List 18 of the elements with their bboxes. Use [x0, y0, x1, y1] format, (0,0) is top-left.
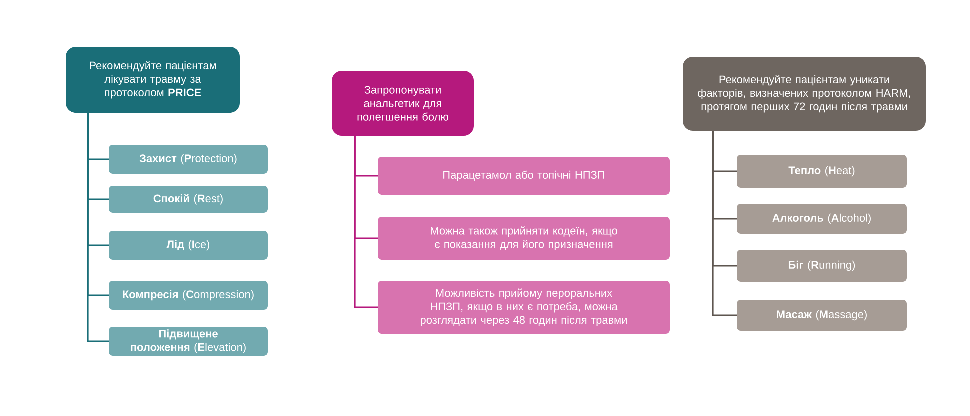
item-box: Захист (Protection) [109, 145, 268, 174]
item-box: Спокій (Rest) [109, 186, 268, 213]
item-box: Тепло (Heat) [737, 155, 907, 188]
item-box: Масаж (Massage) [737, 300, 907, 331]
item-box: Лід (Ice) [109, 231, 268, 260]
item-box: Біг (Running) [737, 250, 907, 282]
item-box: Парацетамол або топічні НПЗП [378, 157, 670, 195]
connector-line [354, 136, 378, 308]
item-box: Компресія (Compression) [109, 281, 268, 310]
item-box: Підвищене положення (Elevation) [109, 327, 268, 356]
heading-box: Рекомендуйте пацієнтам уникати факторів, визначених протоколом HARM, протягом перших 72 годин після травми [683, 57, 926, 131]
heading-box: Запропонувати анальгетик для полегшення болю [332, 71, 474, 136]
connector-line [712, 131, 737, 316]
item-box: Алкоголь (Alcohol) [737, 204, 907, 234]
item-box: Можна також прийняти кодеїн, якщо є показання для його призначення [378, 217, 670, 260]
heading-box: Рекомендуйте пацієнтам лікувати травму за протоколом PRICE [66, 47, 240, 113]
connector-line [87, 113, 109, 342]
item-box: Можливість прийому пероральних НПЗП, якщо в них є потреба, можна розглядати через 48 годин після травми [378, 281, 670, 334]
